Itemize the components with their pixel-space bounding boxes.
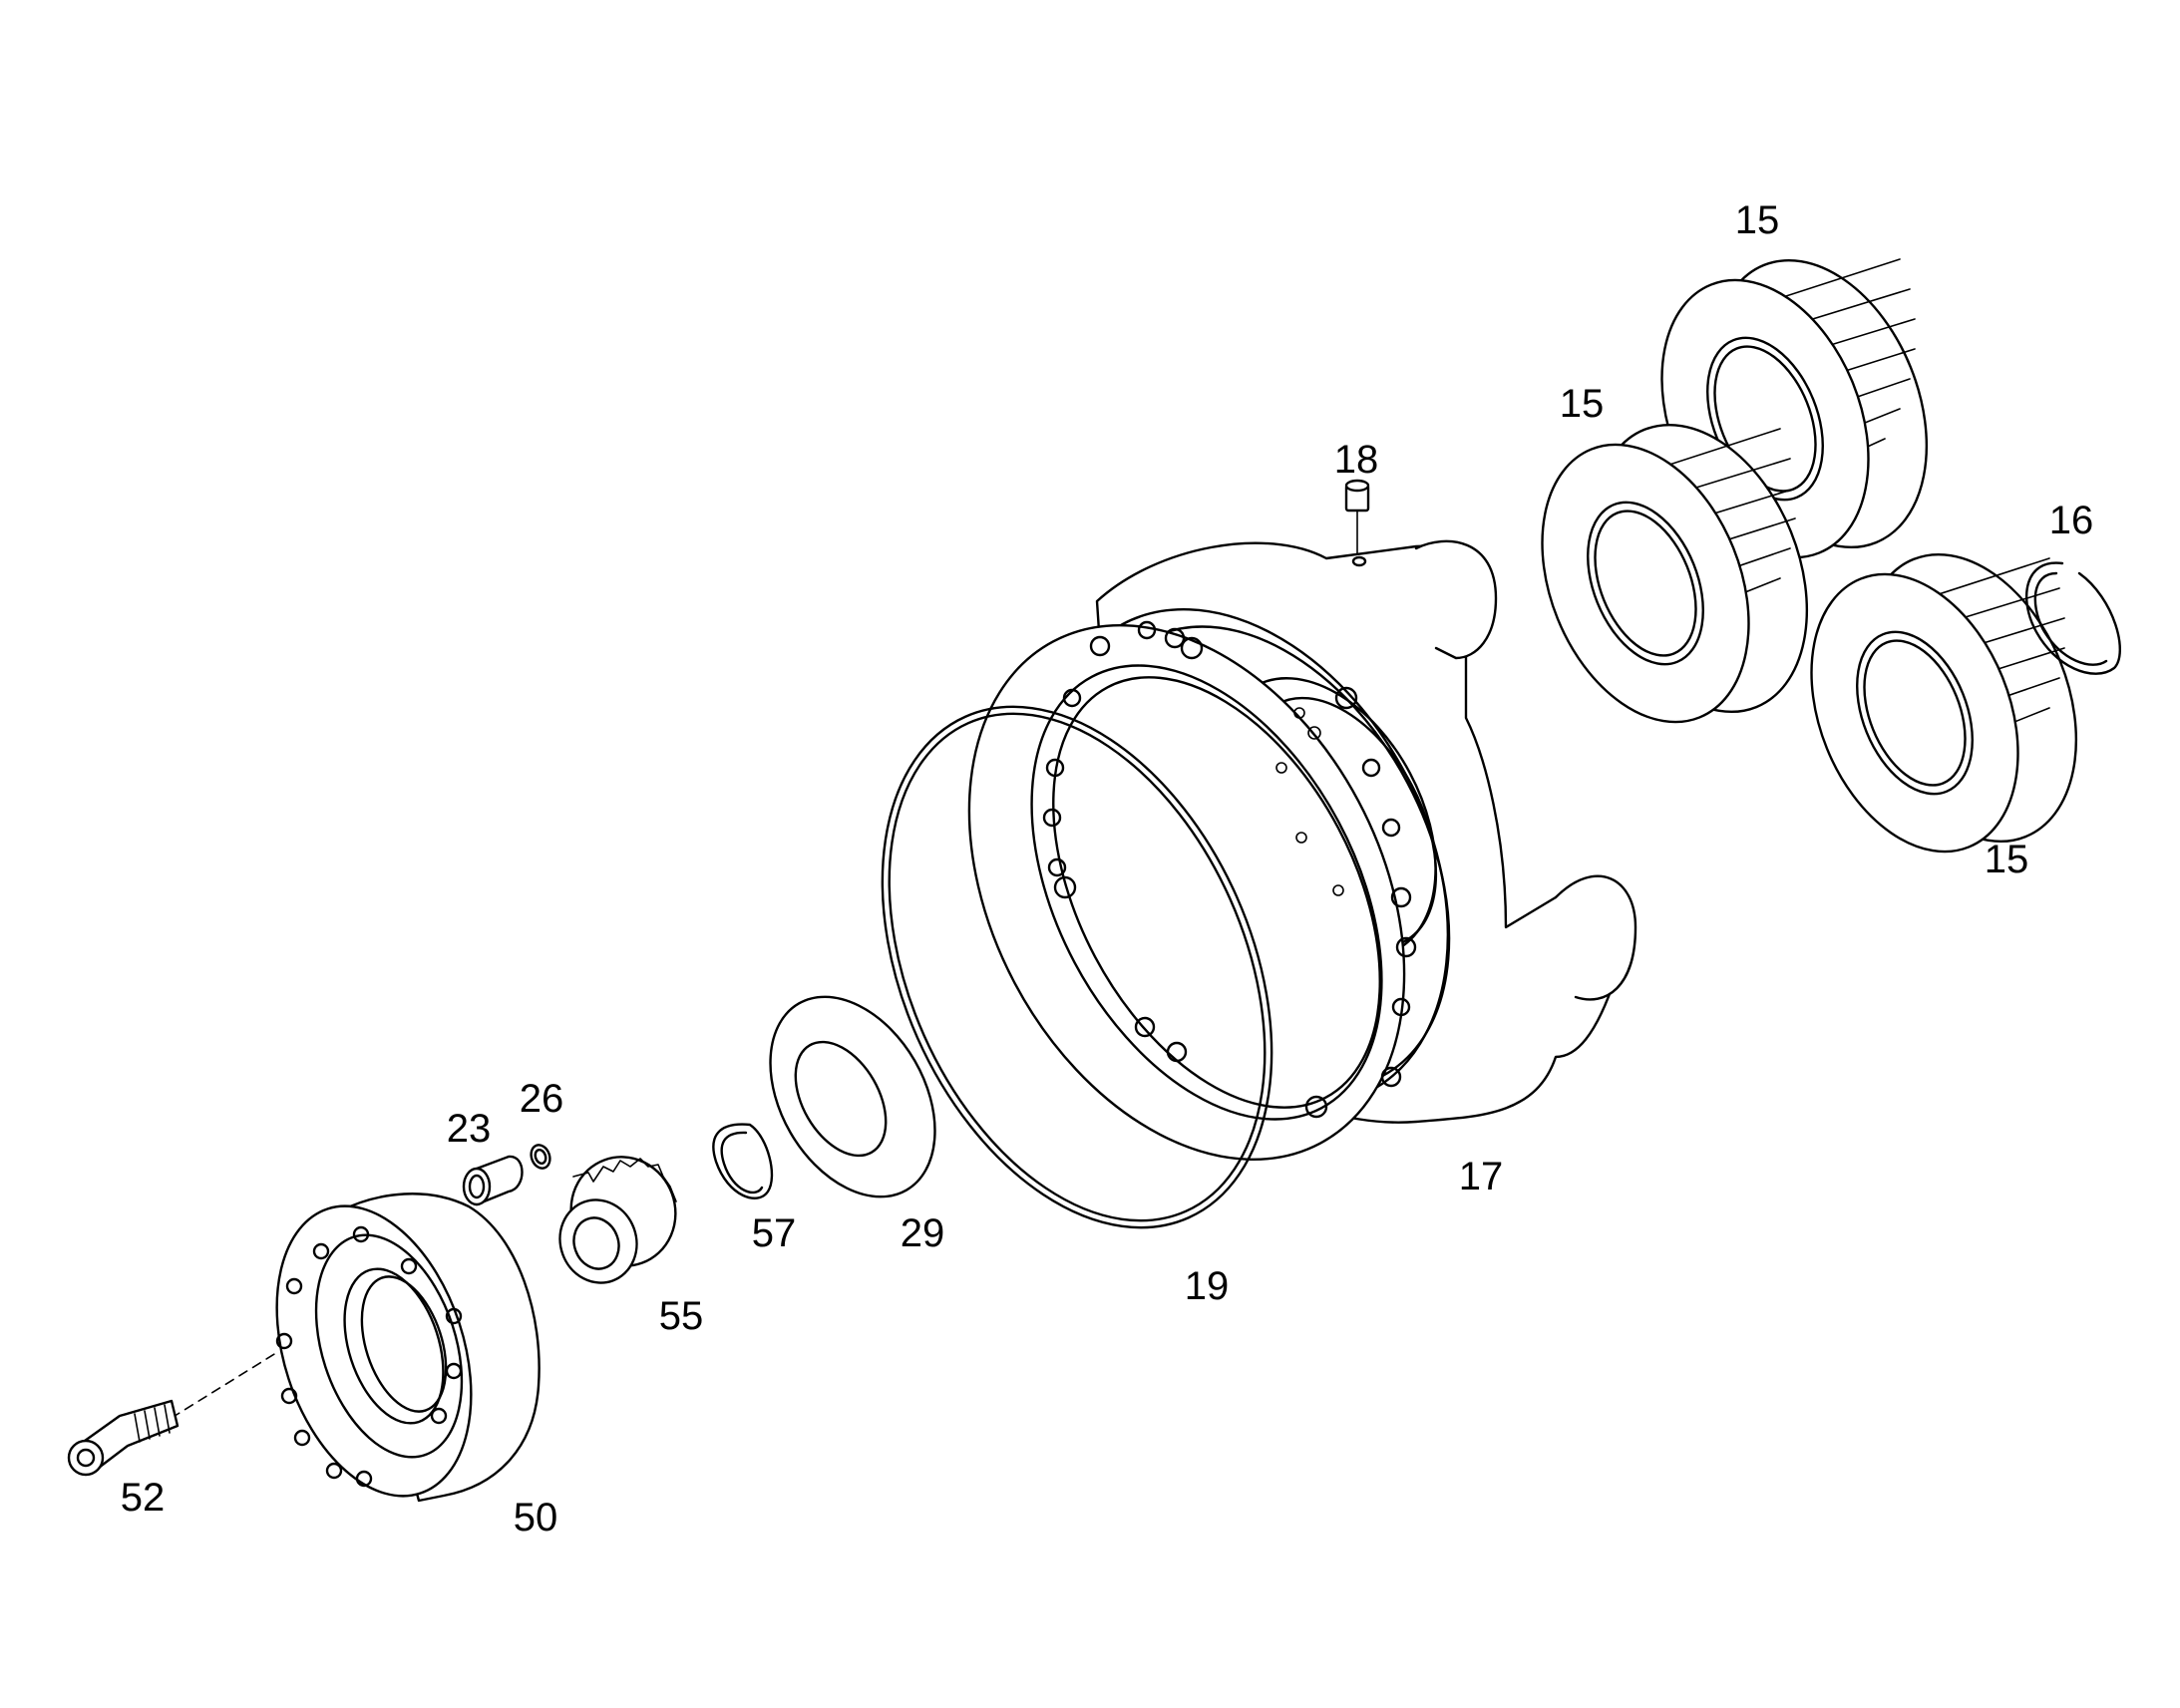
callout-57: 57	[752, 1211, 797, 1255]
dowel-pin	[1344, 479, 1370, 554]
planet-carrier-housing	[967, 539, 1637, 1161]
end-cover	[275, 1193, 541, 1503]
small-ring	[530, 1144, 551, 1170]
spline-gear	[558, 1156, 677, 1284]
o-ring	[881, 705, 1273, 1229]
callout-16: 16	[2049, 499, 2094, 542]
callout-23: 23	[447, 1107, 492, 1151]
thrust-washer	[769, 995, 936, 1198]
callout-50: 50	[514, 1496, 558, 1539]
cap-screw	[67, 1399, 180, 1477]
callout-55: 55	[659, 1294, 704, 1338]
callout-15-top: 15	[1735, 198, 1780, 242]
snap-ring-57	[712, 1123, 774, 1199]
snap-ring-16	[2024, 561, 2121, 675]
callout-17: 17	[1459, 1155, 1504, 1198]
sleeve	[462, 1155, 524, 1206]
callout-29: 29	[901, 1211, 945, 1255]
callout-15-bottom: 15	[1985, 838, 2029, 881]
callout-labels: 15 15 15 16 17 18 19 23 26 29 50 52 55 5…	[121, 198, 2094, 1539]
assembly-line	[171, 1350, 280, 1419]
callout-15-middle: 15	[1560, 382, 1605, 426]
callout-52: 52	[121, 1476, 166, 1520]
callout-26: 26	[520, 1077, 564, 1121]
planet-gear-middle	[1541, 423, 1809, 724]
planet-gear-bottom	[1810, 552, 2078, 854]
callout-18: 18	[1334, 438, 1379, 482]
callout-19: 19	[1185, 1264, 1230, 1308]
